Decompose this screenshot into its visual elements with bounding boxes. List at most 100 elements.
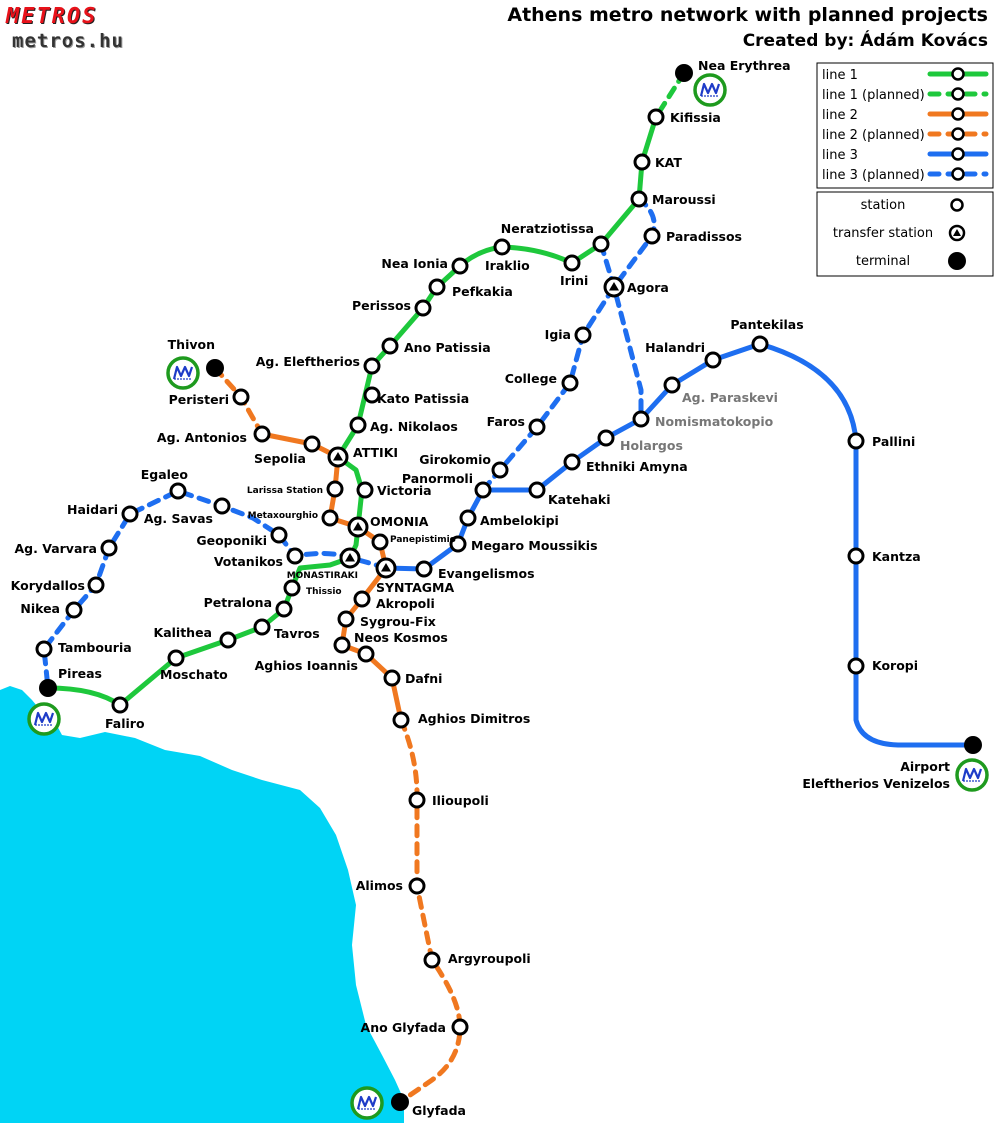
station-koropi-station-marker (847, 657, 865, 675)
line-2-planned-south (397, 717, 463, 1105)
station-tavros-label: Tavros (274, 626, 320, 641)
station-ethniki-amyna-station-marker (563, 453, 581, 471)
station-kantza-station-marker (847, 547, 865, 565)
station-irini-label: Irini (560, 273, 588, 288)
station-argyroupoli-label: Argyroupoli (448, 951, 531, 966)
station-agora-label: Agora (627, 280, 669, 295)
station-pefkakia-label: Pefkakia (452, 284, 513, 299)
station-holargos-label: Holargos (620, 438, 683, 453)
station-attiki-transfer-marker (327, 446, 349, 468)
station-panepistimio-station-marker (371, 533, 389, 551)
station-igia-label: Igia (545, 327, 571, 342)
station-nomismatokopio-station-marker (632, 410, 650, 428)
station-neos-kosmos-label: Neos Kosmos (354, 630, 448, 645)
station-ag-paraskevi-label: Ag. Paraskevi (682, 390, 778, 405)
station-kifissia-label: Kifissia (670, 110, 721, 125)
station-faliro-label: Faliro (105, 716, 145, 731)
legend-symbol-label: station (861, 198, 906, 213)
station-omonia-label: OMONIA (370, 514, 429, 529)
station-evangelismos-label: Evangelismos (438, 566, 535, 581)
station-argyroupoli-station-marker (423, 951, 441, 969)
station-ilioupoli-station-marker (408, 791, 426, 809)
station-iraklio-station-marker (493, 238, 511, 256)
station-monastiraki-transfer-marker (339, 547, 361, 569)
station-halandri-station-marker (704, 351, 722, 369)
station-ano-patissia-label: Ano Patissia (404, 340, 491, 355)
legend-station-icon (951, 147, 965, 161)
station-perissos-station-marker (414, 299, 432, 317)
station-panepistimio-label: Panepistimio (390, 535, 456, 545)
station-megaro-moussikis-label: Megaro Moussikis (471, 538, 598, 553)
station-pallini-station-marker (847, 432, 865, 450)
station-kat-label: KAT (655, 155, 682, 170)
station-petralona-label: Petralona (204, 595, 272, 610)
station-metaxourghio-station-marker (321, 509, 339, 527)
station-panormoli-label: Panormoli (402, 471, 473, 486)
station-tambouria-station-marker (35, 640, 53, 658)
station-attiki-label: ATTIKI (353, 445, 398, 460)
metro-logo-icon (166, 356, 200, 390)
station-akropoli-label: Akropoli (376, 596, 435, 611)
station-ambelokipi-label: Ambelokipi (480, 513, 559, 528)
station-syntagma-label: SYNTAGMA (376, 580, 454, 595)
station-pefkakia-station-marker (428, 278, 446, 296)
stations-layer (35, 64, 982, 1111)
legend-symbol-label: transfer station (833, 226, 933, 241)
station-aghios-ioannis-station-marker (357, 645, 375, 663)
station-thissio-station-marker (283, 579, 301, 597)
station-megaro-moussikis-station-marker (449, 535, 467, 553)
station-airport-terminal-marker (964, 736, 982, 754)
legend-symbol-label: terminal (856, 254, 910, 269)
station-dafni-station-marker (383, 669, 401, 687)
station-faros-station-marker (528, 418, 546, 436)
station-nea-erythrea-terminal-marker (675, 64, 693, 82)
station-ilioupoli-label: Ilioupoli (432, 793, 489, 808)
station-labels-layer: Nea ErythreaKifissiaKATMaroussiNeratziot… (11, 58, 950, 1118)
station-nea-ionia-station-marker (451, 257, 469, 275)
station-ano-glyfada-label: Ano Glyfada (361, 1020, 446, 1035)
station-pireas-label: Pireas (58, 666, 102, 681)
station-dafni-label: Dafni (405, 671, 442, 686)
legend-line-label: line 1 (822, 68, 858, 83)
station-moschato-station-marker (167, 649, 185, 667)
station-ag-eleftherios-station-marker (363, 357, 381, 375)
station-votanikos-station-marker (286, 547, 304, 565)
legend-station-icon (951, 107, 965, 121)
station-ano-patissia-station-marker (381, 337, 399, 355)
station-peristeri-station-marker (232, 388, 250, 406)
station-larissa-station-label: Larissa Station (247, 486, 323, 496)
station-ag-varvara-label: Ag. Varvara (15, 541, 98, 556)
station-ethniki-amyna-label: Ethniki Amyna (586, 459, 688, 474)
station-ag-savas-label: Ag. Savas (144, 511, 213, 526)
station-korydallos-station-marker (87, 576, 105, 594)
station-glyfada-terminal-marker (391, 1093, 409, 1111)
station-paradissos-label: Paradissos (666, 229, 742, 244)
station-thivon-terminal-marker (206, 359, 224, 377)
station-faros-label: Faros (487, 414, 525, 429)
station-koropi-label: Koropi (872, 658, 918, 673)
station-haidari-station-marker (121, 505, 139, 523)
station-neratziotissa-label: Neratziotissa (501, 221, 594, 236)
station-tavros-station-marker (253, 618, 271, 636)
station-haidari-label: Haidari (67, 502, 118, 517)
station-evangelismos-station-marker (415, 560, 433, 578)
station-katehaki-label: Katehaki (548, 492, 611, 507)
station-girokomio-label: Girokomio (419, 452, 491, 467)
station-victoria-station-marker (356, 481, 374, 499)
station-college-station-marker (561, 374, 579, 392)
station-holargos-station-marker (597, 429, 615, 447)
station-sygrou-fix-station-marker (337, 610, 355, 628)
metro-logo-icon (693, 73, 727, 107)
station-kato-patissia-station-marker (363, 386, 381, 404)
legend-transfer-icon (948, 224, 966, 242)
station-sygrou-fix-label: Sygrou-Fix (360, 614, 436, 629)
legend-station-icon (951, 67, 965, 81)
station-korydallos-label: Korydallos (11, 578, 85, 593)
station-sepolia-station-marker (303, 435, 321, 453)
station-ambelokipi-station-marker (459, 509, 477, 527)
station-egaleo-label: Egaleo (141, 467, 189, 482)
station-aghios-ioannis-label: Aghios Ioannis (255, 658, 358, 673)
legend-line-label: line 2 (822, 108, 858, 123)
